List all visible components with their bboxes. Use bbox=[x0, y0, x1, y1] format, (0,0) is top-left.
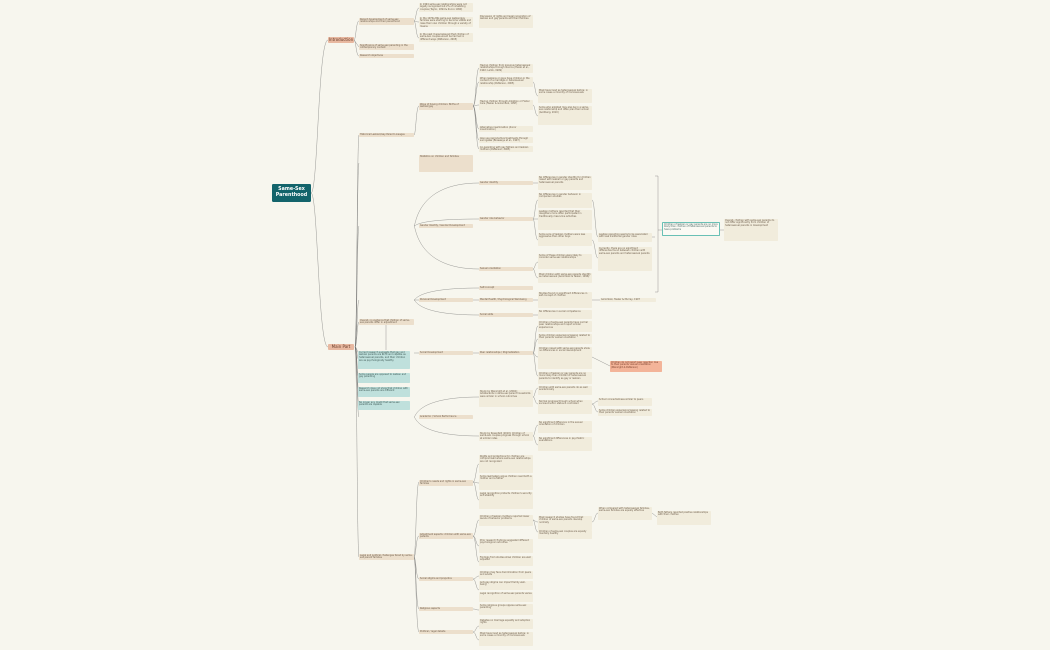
node-discussion[interactable]: Overall, no evidence that children of sa… bbox=[359, 319, 414, 325]
node-ways-5[interactable]: Also use reproductive treatments through… bbox=[479, 137, 533, 143]
node-adjust-1d[interactable]: Both fathers reported positive relations… bbox=[657, 511, 711, 525]
note-teal-3[interactable]: Research does not show that children wit… bbox=[358, 387, 410, 397]
node-political-1[interactable]: Debates on marriage equality and adoptio… bbox=[479, 619, 533, 629]
node-gender-development[interactable]: Gender Identity / Gender Development bbox=[419, 224, 473, 228]
node-personal-development[interactable]: Personal Development bbox=[419, 298, 473, 302]
note-teal-1[interactable]: Current research suggests that gay and l… bbox=[358, 351, 410, 369]
node-ways-having-children[interactable]: Ways of having children: Births of lesbi… bbox=[419, 103, 473, 110]
node-sexual-orientation[interactable]: Sexual orientation bbox=[479, 267, 533, 271]
node-ways-4[interactable]: Alternative insemination (donor insemina… bbox=[479, 126, 533, 132]
node-school-1[interactable]: Study by Wainright et al. (2004): Adoles… bbox=[479, 390, 533, 407]
node-school-2b[interactable]: No significant differences in psychiatri… bbox=[538, 437, 592, 451]
node-stigma[interactable]: Social stigma and prejudice bbox=[419, 577, 473, 581]
node-summary-outline[interactable]: Children of lesbian or gay parents are n… bbox=[662, 222, 720, 236]
node-significance[interactable]: Significance of same-sex parenting in th… bbox=[359, 44, 414, 50]
node-gender-identity[interactable]: Gender identity bbox=[479, 181, 533, 185]
node-gender-2[interactable]: No differences in gender behavior in com… bbox=[538, 193, 592, 208]
node-self-concept[interactable]: Self-concept bbox=[479, 286, 533, 290]
node-school-1c[interactable]: School connectedness similar to peers bbox=[598, 398, 652, 406]
root-node[interactable]: Same-Sex Parenthood bbox=[272, 184, 311, 202]
node-intro-1970s[interactable]: In the 1970s-80s same-sex lesbian/gay fa… bbox=[419, 17, 473, 27]
node-social-3[interactable]: Children raised with same-sex parents sh… bbox=[538, 347, 592, 369]
node-social-development[interactable]: Social Development bbox=[419, 351, 473, 355]
node-recent-development[interactable]: Recent development of same-sex relations… bbox=[359, 18, 414, 25]
node-summary-final[interactable]: Overall, children with same-sex parents … bbox=[724, 219, 778, 241]
node-gender-7[interactable]: Lesbian parenting seems to be associated… bbox=[598, 233, 652, 242]
node-personal-1[interactable]: Studies found no significant differences… bbox=[538, 292, 592, 308]
node-adjustment[interactable]: Adjustment aspects: children with same-s… bbox=[419, 533, 473, 539]
node-religious-1[interactable]: Some religious groups oppose same-sex pa… bbox=[479, 604, 533, 615]
branch-introduction[interactable]: Introduction bbox=[328, 37, 354, 43]
node-needs-1[interactable]: Rights and protections for children are … bbox=[479, 455, 533, 473]
node-gender-8[interactable]: Currently, there are no significant diff… bbox=[598, 247, 652, 271]
node-history[interactable]: Historical Lesbian/Gay Parent Lineages bbox=[359, 133, 414, 137]
node-social-1[interactable]: Children of same-sex parents have normal… bbox=[538, 321, 592, 332]
node-gender-6[interactable]: Most children with same-sex parents iden… bbox=[538, 273, 592, 283]
node-social-2[interactable]: Some children experience teasing related… bbox=[538, 334, 592, 344]
node-school-2[interactable]: Study by Rosenfeld (2010): Children of s… bbox=[479, 432, 533, 441]
node-children-needs[interactable]: Children's needs and rights in same-sex … bbox=[419, 480, 473, 486]
node-adjust-3[interactable]: Findings from studies show children are … bbox=[479, 556, 533, 566]
node-adjust-1a[interactable]: Most research studies have found that ch… bbox=[538, 516, 592, 530]
node-gender-role[interactable]: Gender role behavior bbox=[479, 217, 533, 221]
node-personal-2[interactable]: No differences in social competence bbox=[538, 310, 592, 319]
node-stigma-1[interactable]: Children may face discrimination from pe… bbox=[479, 571, 533, 579]
node-gender-1[interactable]: No differences in gender identity for ch… bbox=[538, 176, 592, 190]
node-adjust-1b[interactable]: Children of same-sex couples are equally… bbox=[538, 530, 592, 539]
node-political-2[interactable]: Most have lived as heterosexual before; … bbox=[479, 632, 533, 646]
node-stigma-3[interactable]: Legal recognition of same-sex parents va… bbox=[479, 592, 533, 602]
node-academic[interactable]: Academic / School Performance bbox=[419, 415, 473, 419]
node-needs-2[interactable]: Some lawmakers argue children need both … bbox=[479, 475, 533, 490]
node-religious[interactable]: Religious aspects bbox=[419, 607, 473, 611]
node-peer-relationships[interactable]: Peer relationships / Stigmatization bbox=[479, 351, 533, 355]
node-gender-3[interactable]: Lesbian mothers reported that their daug… bbox=[538, 210, 592, 230]
node-ways-1[interactable]: Having children from previous heterosexu… bbox=[479, 64, 533, 73]
node-gender-4[interactable]: Some sons of lesbian mothers were less a… bbox=[538, 233, 592, 246]
node-ways-2a[interactable]: Most have lived as heterosexual before; … bbox=[538, 89, 592, 103]
node-school-1d[interactable]: Some children experience teasing related… bbox=[598, 409, 652, 416]
node-ways-3[interactable]: Having children through Adoption or Fost… bbox=[479, 100, 533, 110]
node-personal-note[interactable]: Golombok, Tasker & Murray, 1997 bbox=[600, 298, 656, 302]
node-social-highlight[interactable]: Children do not report peer rejection du… bbox=[610, 361, 662, 372]
node-adjust-2[interactable]: Prior research findings suggested differ… bbox=[479, 539, 533, 553]
node-school-1a[interactable]: Children with same-sex parents do as wel… bbox=[538, 386, 592, 395]
node-adjust-1[interactable]: Children of lesbian mothers reported low… bbox=[479, 515, 533, 526]
node-adjust-1c[interactable]: When compared with heterosexual families… bbox=[598, 507, 652, 520]
branch-main-part[interactable]: Main Part bbox=[328, 344, 354, 350]
node-research-objectives[interactable]: Research objectives bbox=[359, 54, 414, 58]
node-stigma-2[interactable]: Anti-gay stigma can impact family well-b… bbox=[479, 581, 533, 590]
node-gender-5[interactable]: Some of these children were likely to co… bbox=[538, 254, 592, 269]
node-school-2a[interactable]: No significant difference in the sexual … bbox=[538, 421, 592, 433]
node-ways-3a[interactable]: Some who adopted may also be in a same-s… bbox=[538, 106, 592, 125]
node-statistics[interactable]: Statistics on children and families bbox=[419, 155, 473, 172]
note-teal-4[interactable]: No longer any doubt that same-sex parent… bbox=[358, 401, 410, 410]
node-needs-3[interactable]: Legal recognition protects children's se… bbox=[479, 492, 533, 509]
node-intro-1994[interactable]: In 1994 same-sex relationships were not … bbox=[419, 3, 473, 12]
node-intro-past[interactable]: In the past it was believed that childre… bbox=[419, 33, 473, 42]
node-mental-health[interactable]: Mental Health / Psychological Well-being bbox=[479, 298, 533, 302]
node-ways-6[interactable]: Co-parenting with gay fathers and lesbia… bbox=[479, 146, 533, 152]
node-intro-legal[interactable]: Discussion of rights and legal recogniti… bbox=[479, 15, 533, 28]
node-school-1b[interactable]: Normal progress through school when soci… bbox=[538, 400, 592, 414]
node-ways-2[interactable]: When lesbians or gays have children in t… bbox=[479, 77, 533, 87]
node-social-4[interactable]: Children of lesbian or gay parents are n… bbox=[538, 372, 592, 384]
node-social-skills[interactable]: Social skills bbox=[479, 313, 533, 317]
node-political[interactable]: Political / legal debate bbox=[419, 630, 473, 634]
node-legal-challenges[interactable]: Legal and political challenges faced by … bbox=[359, 554, 414, 560]
note-teal-2[interactable]: Some people are opposed to lesbian and g… bbox=[358, 373, 410, 383]
